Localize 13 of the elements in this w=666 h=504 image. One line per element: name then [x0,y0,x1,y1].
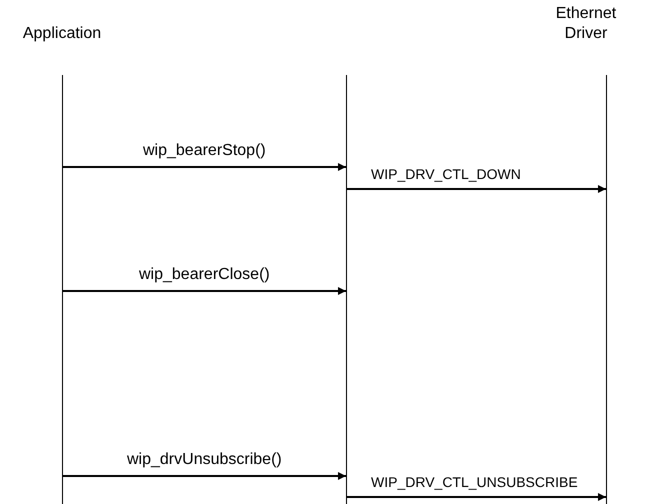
lifeline [346,75,347,504]
message-arrow [347,185,606,193]
message-arrow [63,163,346,171]
edge-label: wip_drvUnsubscribe() [127,451,282,469]
message-arrow [347,493,606,501]
lifeline [62,75,63,504]
edge-label: wip_bearerClose() [139,266,270,284]
message-arrow [63,287,346,295]
lifeline [606,75,607,504]
lifeline-heading: Ethernet Driver [554,4,618,44]
message-arrow [63,472,346,480]
edge-label: wip_bearerStop() [143,142,266,160]
lifeline-heading: Application [22,24,102,44]
